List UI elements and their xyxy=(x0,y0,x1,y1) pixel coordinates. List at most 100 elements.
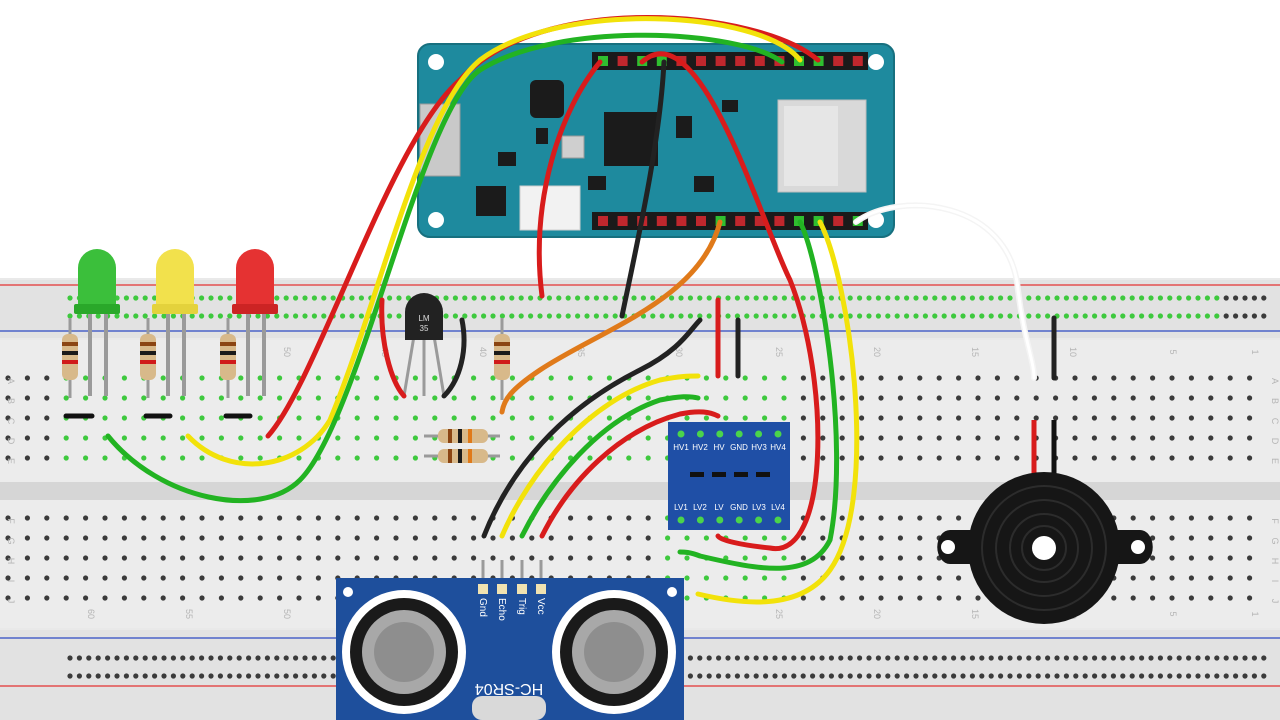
breadboard-hole xyxy=(199,455,205,461)
breadboard-hole xyxy=(1261,655,1267,661)
breadboard-hole xyxy=(781,655,788,661)
breadboard-hole xyxy=(875,295,882,301)
breadboard-hole xyxy=(471,313,477,319)
breadboard-hole xyxy=(684,575,690,581)
breadboard-hole xyxy=(321,655,327,661)
breadboard-hole xyxy=(471,515,477,521)
main-chip xyxy=(604,112,658,166)
breadboard-hole xyxy=(180,395,186,401)
breadboard-hole xyxy=(393,435,399,441)
breadboard-hole xyxy=(936,435,942,441)
breadboard-hole xyxy=(462,313,468,319)
ls-pin-pad xyxy=(716,430,724,438)
breadboard-hole xyxy=(1035,673,1041,679)
breadboard-hole xyxy=(753,655,759,661)
breadboard-hole xyxy=(529,535,535,541)
breadboard-hole xyxy=(998,655,1004,661)
breadboard-hole xyxy=(857,295,863,301)
breadboard-hole xyxy=(302,655,308,661)
wire-black-sr04 xyxy=(481,317,703,539)
breadboard-hole xyxy=(800,455,807,461)
breadboard-hole xyxy=(725,295,731,301)
breadboard-hole xyxy=(922,655,929,661)
breadboard-hole xyxy=(565,295,571,301)
ls-bar xyxy=(690,472,704,477)
breadboard-hole xyxy=(5,415,11,421)
breadboard-label: 20 xyxy=(872,347,882,357)
breadboard-hole xyxy=(960,655,966,661)
breadboard-hole xyxy=(499,295,505,301)
breadboard-hole xyxy=(1214,295,1220,301)
breadboard-hole xyxy=(1111,435,1117,441)
small-chip xyxy=(498,152,516,166)
breadboard-hole xyxy=(839,435,845,441)
breadboard-label: 15 xyxy=(970,609,980,619)
breadboard-hole xyxy=(330,673,336,679)
breadboard-hole xyxy=(969,673,976,679)
breadboard-hole xyxy=(5,555,11,561)
breadboard-hole xyxy=(1111,375,1117,381)
ls-pin-pad xyxy=(677,430,685,438)
breadboard-hole xyxy=(509,435,515,441)
breadboard-hole xyxy=(199,555,205,561)
header-pin xyxy=(598,56,608,66)
breadboard-hole xyxy=(283,655,289,661)
breadboard-hole xyxy=(687,655,694,661)
breadboard-hole xyxy=(1208,575,1214,581)
breadboard-hole xyxy=(742,395,748,401)
breadboard-hole xyxy=(645,415,651,421)
breadboard-hole xyxy=(800,415,807,421)
breadboard-hole xyxy=(1148,295,1154,301)
breadboard-hole xyxy=(160,515,166,521)
wire-red-lm35 xyxy=(379,297,407,399)
breadboard-hole xyxy=(723,575,729,581)
breadboard-hole xyxy=(160,535,166,541)
breadboard-hole xyxy=(960,673,966,679)
breadboard-hole xyxy=(1157,295,1163,301)
breadboard-hole xyxy=(114,673,120,679)
breadboard-hole xyxy=(44,535,50,541)
breadboard-hole xyxy=(1091,395,1097,401)
breadboard-hole xyxy=(820,595,826,601)
breadboard-hole xyxy=(1157,655,1163,661)
breadboard-hole xyxy=(665,535,671,541)
breadboard-hole xyxy=(979,655,985,661)
breadboard-hole xyxy=(63,555,69,561)
breadboard-hole xyxy=(432,535,438,541)
breadboard-hole xyxy=(742,415,748,421)
small-chip xyxy=(536,128,548,144)
breadboard-hole xyxy=(716,655,722,661)
breadboard-hole xyxy=(1035,655,1041,661)
breadboard-hole xyxy=(897,595,904,601)
breadboard-label: 5 xyxy=(1168,349,1178,354)
breadboard-hole xyxy=(1242,673,1248,679)
header-pin xyxy=(696,56,706,66)
breadboard-hole xyxy=(932,655,938,661)
breadboard-hole xyxy=(1195,655,1201,661)
breadboard-hole xyxy=(753,295,759,301)
breadboard-hole xyxy=(703,415,710,421)
small-chip xyxy=(676,116,692,138)
breadboard-hole xyxy=(452,295,458,301)
breadboard-hole xyxy=(257,415,263,421)
breadboard-hole xyxy=(121,375,127,381)
ls-bottom-pin: GND xyxy=(730,503,748,512)
breadboard-hole xyxy=(1150,555,1156,561)
power-rail-top xyxy=(0,280,1280,338)
breadboard-hole xyxy=(374,555,380,561)
breadboard-hole xyxy=(1101,673,1107,679)
breadboard-hole xyxy=(1016,655,1023,661)
breadboard-hole xyxy=(199,435,205,441)
breadboard-label: H xyxy=(6,558,16,565)
breadboard-hole xyxy=(820,515,826,521)
small-chip xyxy=(588,176,606,190)
breadboard-hole xyxy=(1054,655,1060,661)
breadboard-hole xyxy=(839,375,845,381)
breadboard-hole xyxy=(1016,673,1023,679)
breadboard-hole xyxy=(1208,595,1214,601)
breadboard-hole xyxy=(932,313,938,319)
breadboard-hole xyxy=(5,375,11,381)
breadboard-hole xyxy=(257,575,263,581)
breadboard-hole xyxy=(593,295,600,301)
breadboard-hole xyxy=(979,295,985,301)
